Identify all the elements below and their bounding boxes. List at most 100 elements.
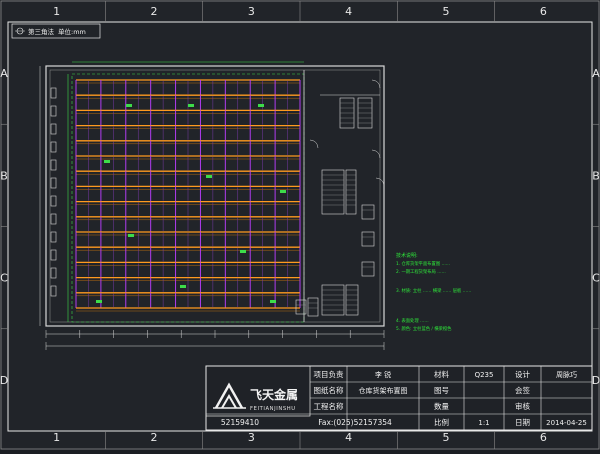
- rack-tag: [180, 285, 186, 288]
- rack-array: [75, 79, 301, 312]
- equipment-block: [345, 284, 359, 316]
- title-block-cell: 材料: [434, 369, 449, 379]
- row-marker-right: D: [592, 374, 600, 387]
- row-marker-right: C: [592, 272, 600, 285]
- title-block-cell: 设计: [515, 369, 530, 379]
- title-block-cell: 项目负责: [314, 369, 344, 379]
- note-line: 2. 一期工程货架布局 ……: [396, 268, 446, 275]
- door-swing-icon: [309, 139, 319, 149]
- rack-tag: [126, 104, 132, 107]
- note-line: 1. 仓库货架平面布置图 ……: [396, 260, 450, 267]
- row-marker-left: B: [0, 169, 8, 182]
- column-marker-top: 5: [443, 5, 450, 18]
- column-marker-top: 6: [540, 5, 547, 18]
- title-block-cell: Fax:(025)52157354: [318, 418, 392, 427]
- title-block-cell: 1:1: [478, 419, 489, 427]
- note-line: 技术说明:: [396, 252, 418, 259]
- rack-tag: [104, 160, 110, 163]
- note-line: 3. 材质: 立柱 …… 横梁 …… 层板 ……: [396, 287, 471, 294]
- row-marker-left: A: [0, 67, 8, 80]
- wall-pillar: [50, 141, 57, 153]
- unit-label: 单位:mm: [58, 27, 86, 36]
- right-side-equipment: [295, 70, 385, 322]
- door-swing-icon: [375, 177, 385, 187]
- title-block-cell: Q235: [475, 371, 494, 379]
- title-block-cell: 周脉巧: [556, 370, 577, 379]
- rack-tag: [128, 234, 134, 237]
- note-line: 5. 颜色: 立柱蓝色 / 横梁橙色: [396, 325, 452, 332]
- equipment-block: [321, 284, 345, 316]
- title-block-cell: 工程名称: [314, 401, 344, 411]
- dimension-lines: [39, 61, 385, 350]
- rack-tag: [188, 104, 194, 107]
- column-marker-bottom: 1: [53, 431, 60, 444]
- column-marker-bottom: 2: [151, 431, 158, 444]
- equipment-block: [339, 97, 355, 129]
- warehouse-floor-plan: [39, 61, 385, 350]
- wall-pillar: [50, 177, 57, 189]
- title-block-cell: 李 锐: [375, 370, 391, 379]
- projection-label: 第三角法: [28, 27, 55, 36]
- title-block-cell: 数量: [434, 401, 449, 411]
- wall-pillar: [50, 123, 57, 135]
- row-marker-left: C: [0, 272, 8, 285]
- wall-pillar: [50, 195, 57, 207]
- title-block-cell: 会签: [515, 385, 530, 395]
- wall-pillar: [50, 267, 57, 279]
- column-marker-top: 3: [248, 5, 255, 18]
- row-marker-left: D: [0, 374, 8, 387]
- row-markers: A A B B C C D D: [0, 67, 600, 387]
- projection-unit-box: 第三角法 单位:mm: [11, 23, 101, 39]
- company-logo-icon: [213, 382, 246, 409]
- title-block-cell: 比例: [434, 417, 449, 427]
- rack-tag: [206, 175, 212, 178]
- equipment-block: [361, 261, 375, 277]
- equipment-block: [295, 299, 307, 315]
- wall-pillar: [50, 213, 57, 225]
- column-marker-bottom: 6: [540, 431, 547, 444]
- rack-tag: [240, 250, 246, 253]
- row-marker-right: B: [592, 169, 600, 182]
- title-block-cell: 图纸名称: [314, 385, 344, 395]
- title-block: 飞天金属 FEITIANJINSHU 项目负责 李 锐 材料 Q235 设计 周脉巧图纸名…: [205, 365, 593, 431]
- column-marker-top: 2: [151, 5, 158, 18]
- equipment-block: [345, 169, 357, 215]
- title-block-cell: 图号: [434, 386, 449, 395]
- equipment-block: [321, 169, 345, 215]
- rack-tag: [280, 190, 286, 193]
- rack-tag: [96, 300, 102, 303]
- column-marker-bottom: 4: [345, 431, 352, 444]
- row-marker-right: A: [592, 67, 600, 80]
- technical-notes: 技术说明: 1. 仓库货架平面布置图 …… 2. 一期工程货架布局 …… 3. …: [396, 252, 471, 332]
- title-block-cell: 日期: [515, 418, 530, 427]
- company-name-en: FEITIANJINSHU: [250, 406, 296, 412]
- wall-pillar: [50, 105, 57, 117]
- equipment-block: [361, 204, 375, 220]
- column-marker-bottom: 3: [248, 431, 255, 444]
- title-block-cell: 2014-04-25: [546, 419, 587, 427]
- title-block-cell: 审核: [515, 401, 530, 411]
- wall-pillar: [50, 159, 57, 171]
- rack-tag: [270, 300, 276, 303]
- outer-wall: [45, 65, 385, 327]
- left-side-structure: [50, 74, 69, 322]
- company-name: 飞天金属: [250, 387, 298, 402]
- equipment-block: [361, 231, 375, 247]
- title-block-cell: 52159410: [221, 418, 259, 427]
- rack-tag: [258, 104, 264, 107]
- wall-pillar: [50, 249, 57, 261]
- equipment-block: [307, 297, 319, 317]
- wall-pillar: [50, 231, 57, 243]
- door-swing-icon: [371, 79, 381, 89]
- title-block-cell: 仓库货架布置图: [359, 386, 408, 395]
- wall-pillar: [50, 87, 57, 99]
- column-marker-top: 4: [345, 5, 352, 18]
- wall-pillar: [50, 285, 57, 297]
- note-line: 4. 表面处理 ……: [396, 317, 429, 324]
- door-swing-icon: [371, 149, 381, 159]
- column-marker-top: 1: [53, 5, 60, 18]
